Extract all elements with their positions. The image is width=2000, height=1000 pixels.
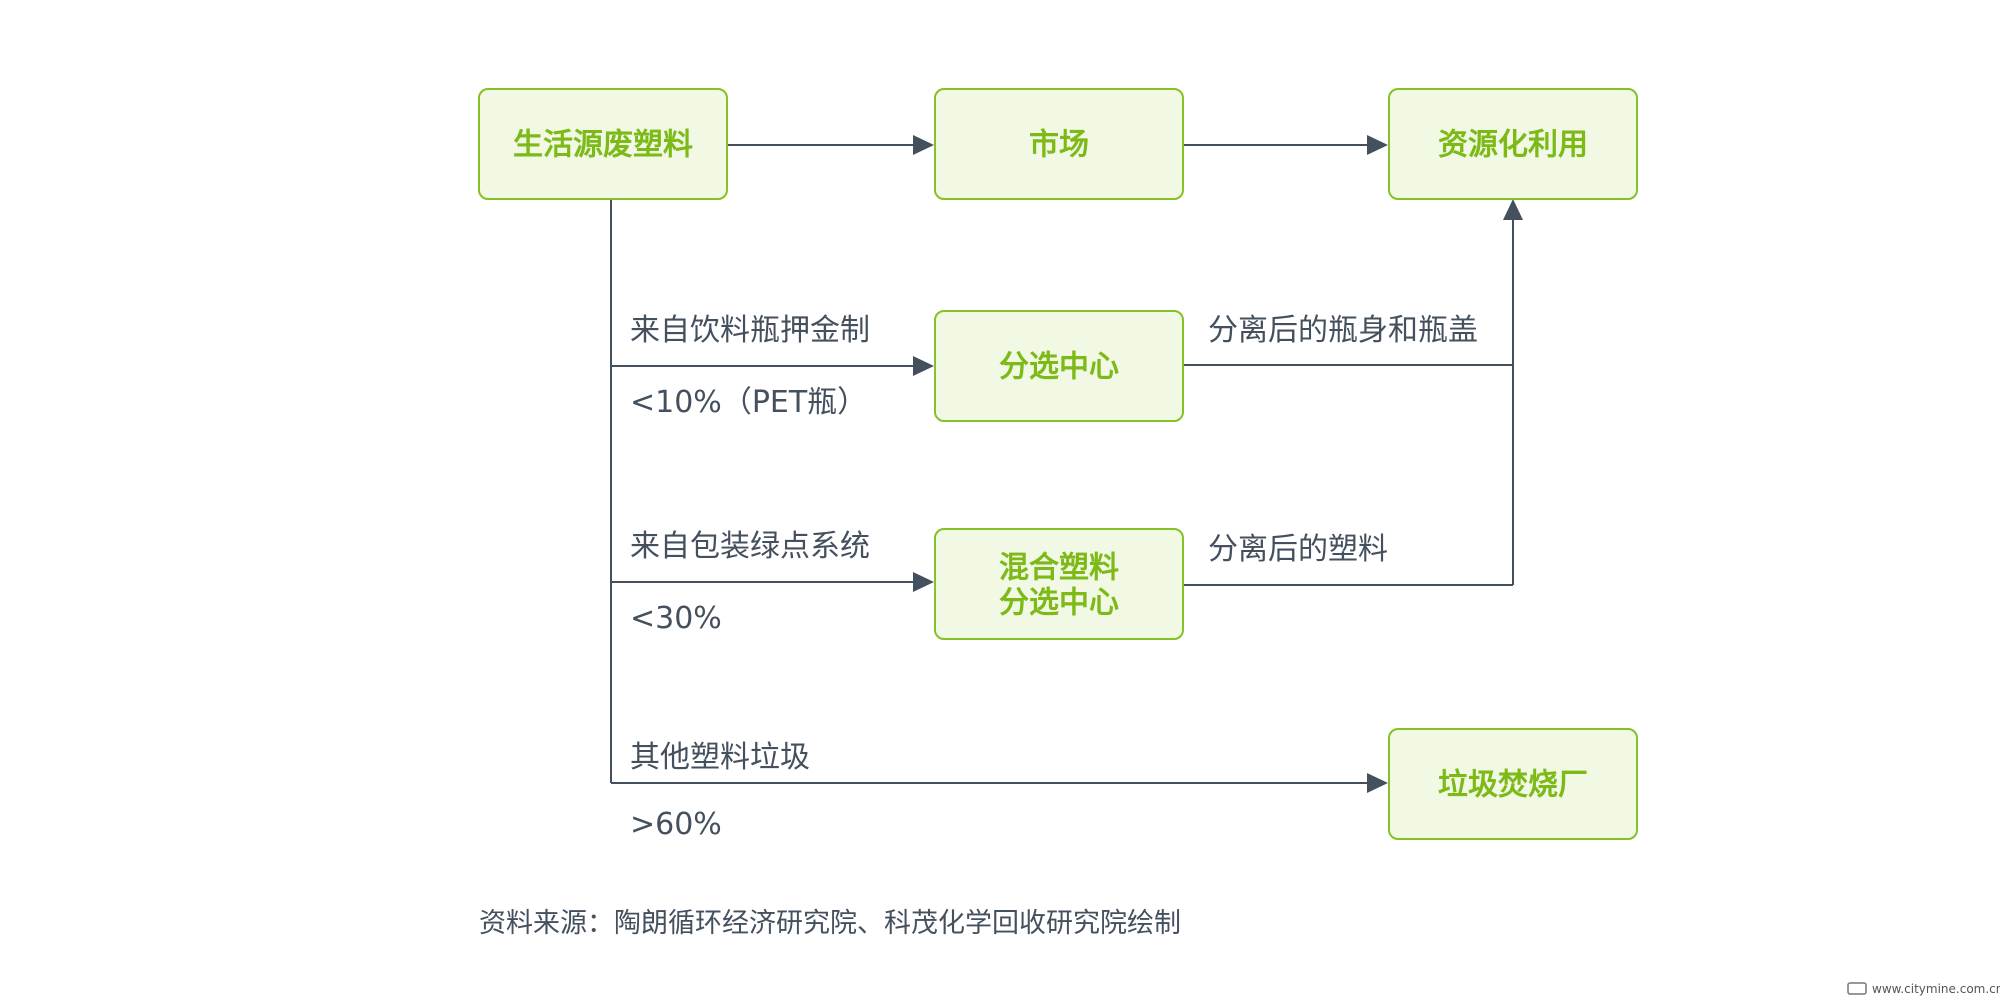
arrow-head (913, 356, 934, 376)
node-resource-utilization: 资源化利用 (1388, 88, 1638, 200)
edge-share-bottle-deposit: <10%（PET瓶） (630, 385, 867, 420)
connectors (610, 135, 1523, 793)
node-label-line-2: 分选中心 (999, 586, 1119, 621)
watermark-logo-icon (1847, 982, 1867, 995)
node-label: 资源化利用 (1438, 128, 1588, 163)
node-mixed-plastic-sorting-center: 混合塑料 分选中心 (934, 528, 1184, 640)
edge-share-other-waste: >60% (630, 807, 722, 842)
node-label: 市场 (1029, 128, 1089, 163)
arrow-head (1503, 199, 1523, 220)
node-box (478, 88, 728, 200)
node-box (1388, 728, 1638, 840)
node-household-plastic-waste: 生活源废塑料 (478, 88, 728, 200)
node-box (934, 528, 1184, 640)
node-label: 分选中心 (999, 350, 1119, 385)
arrow-head (1367, 135, 1388, 155)
node-box (934, 310, 1184, 422)
node-label: 垃圾焚烧厂 (1438, 768, 1588, 803)
edge-label-separated-plastics: 分离后的塑料 (1208, 532, 1388, 567)
node-box (934, 88, 1184, 200)
edge-labels: 来自饮料瓶押金制 <10%（PET瓶） 来自包装绿点系统 <30% 其他塑料垃圾… (630, 313, 1478, 842)
node-box (1388, 88, 1638, 200)
edge-label-other-waste: 其他塑料垃圾 (630, 740, 810, 775)
edge-label-bottle-deposit: 来自饮料瓶押金制 (630, 313, 870, 348)
node-market: 市场 (934, 88, 1184, 200)
node-label: 生活源废塑料 (513, 128, 693, 163)
arrow-head (913, 135, 934, 155)
watermark: www.citymine.com.cn (1847, 982, 2000, 996)
node-incineration-plant: 垃圾焚烧厂 (1388, 728, 1638, 840)
source-note: 资料来源：陶朗循环经济研究院、科茂化学回收研究院绘制 (479, 908, 1181, 939)
edge-share-green-dot: <30% (630, 601, 722, 636)
arrow-head (1367, 773, 1388, 793)
edge-label-green-dot: 来自包装绿点系统 (630, 529, 870, 564)
watermark-text: www.citymine.com.cn (1872, 982, 2000, 996)
node-sorting-center: 分选中心 (934, 310, 1184, 422)
edge-label-separated-bottles: 分离后的瓶身和瓶盖 (1208, 313, 1478, 348)
arrow-head (913, 572, 934, 592)
node-label-line-1: 混合塑料 (999, 551, 1119, 586)
